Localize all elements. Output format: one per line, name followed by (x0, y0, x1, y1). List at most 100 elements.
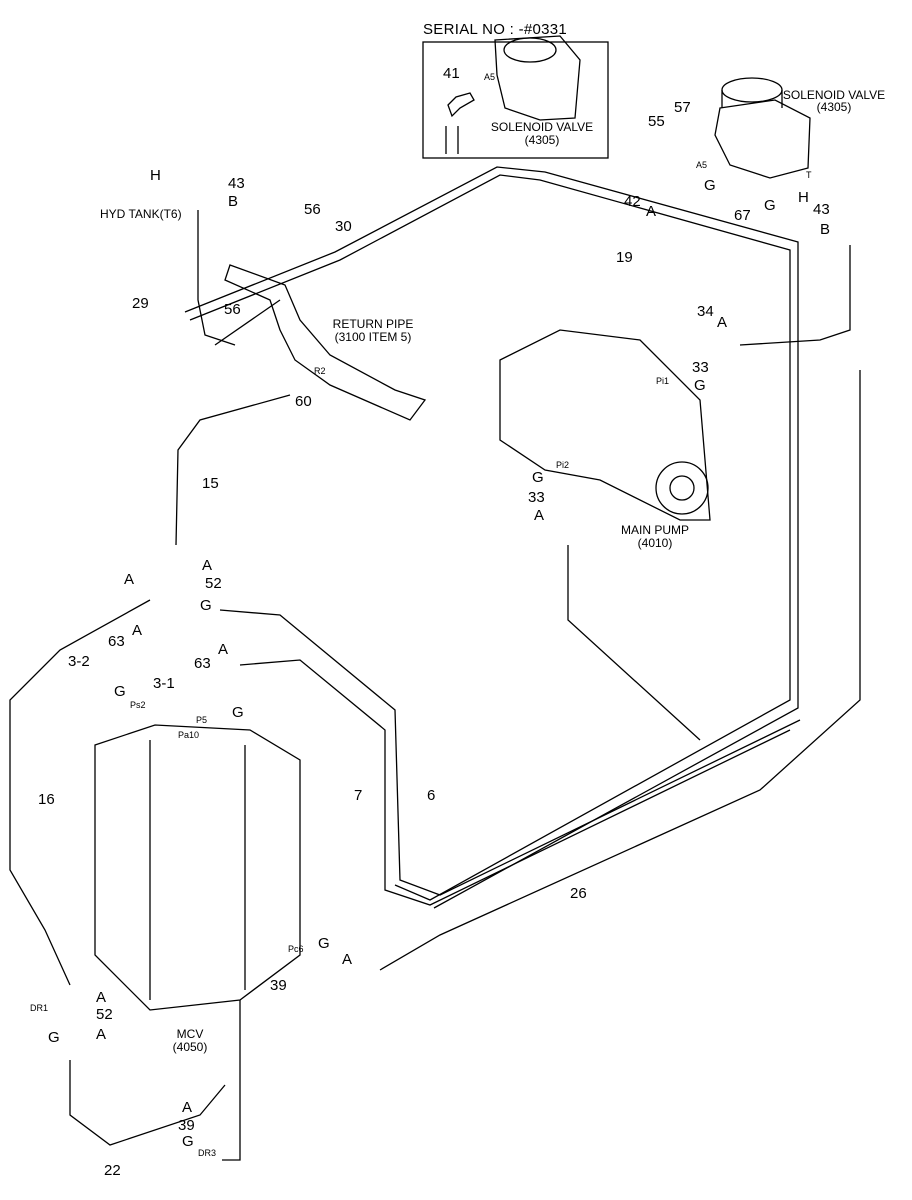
main-pump-caption-1: MAIN PUMP (620, 523, 689, 537)
callout-6: 6 (427, 787, 436, 804)
letter-a-63r: A (218, 641, 229, 658)
port-pc6: Pc6 (288, 944, 304, 954)
solenoid-valve-cap (721, 77, 783, 103)
port-dr1: DR1 (30, 1003, 49, 1013)
callout-63-left: 63 (108, 633, 125, 650)
port-a5-serial: A5 (484, 72, 496, 82)
solenoid-caption-1: SOLENOID VALVE (782, 88, 886, 102)
callout-33-top: 33 (692, 359, 709, 376)
hose-pump-drain (567, 545, 701, 741)
callout-26: 26 (570, 885, 587, 902)
callout-7: 7 (354, 787, 363, 804)
callout-39-mcv: 39 (270, 977, 287, 994)
callout-43-right: 43 (813, 201, 830, 218)
callout-22: 22 (104, 1162, 121, 1179)
letter-g-pi2: G (532, 469, 544, 486)
port-ps2: Ps2 (130, 700, 146, 710)
letter-a-16: A (124, 571, 135, 588)
letter-b-left: B (228, 193, 239, 210)
hose-22 (69, 1060, 226, 1146)
serial-valve-caption-1: SOLENOID VALVE (490, 120, 594, 134)
letter-a-dr1-top: A (96, 989, 107, 1006)
letter-a-dr3: A (182, 1099, 193, 1116)
hose-7 (239, 659, 791, 906)
callout-29: 29 (132, 295, 149, 312)
callout-52-bottom: 52 (96, 1006, 113, 1023)
serial-valve-body (494, 35, 581, 121)
hyd-tank-label: HYD TANK(T6) (100, 207, 182, 221)
letter-g-33: G (694, 377, 706, 394)
letter-g-dr3: G (182, 1133, 194, 1150)
callout-43-left: 43 (228, 175, 245, 192)
serial-valve-caption-2: (4305) (524, 133, 560, 147)
letter-a-pi2: A (534, 507, 545, 524)
letter-h-right: H (798, 189, 809, 206)
callout-3-1: 3-1 (153, 675, 175, 692)
callout-52-top: 52 (205, 575, 222, 592)
main-pump-caption-2: (4010) (637, 536, 673, 550)
solenoid-caption-2: (4305) (816, 100, 852, 114)
callout-3-2: 3-2 (68, 653, 90, 670)
hose-tank (197, 210, 236, 346)
letter-g-pc6: G (318, 935, 330, 952)
main-pump-body (499, 329, 711, 521)
port-dr3: DR3 (198, 1148, 217, 1158)
dr3-line (222, 1000, 241, 1161)
hose-19 (189, 174, 791, 901)
hose-16 (9, 599, 151, 986)
callout-42: 42 (624, 193, 641, 210)
port-r2: R2 (314, 366, 326, 376)
callout-39-bottom: 39 (178, 1117, 195, 1134)
port-pi2: Pi2 (556, 460, 570, 470)
callout-57: 57 (674, 99, 691, 116)
hose-19b (184, 166, 799, 909)
letter-g-ps2: G (114, 683, 126, 700)
callout-30: 30 (335, 218, 352, 235)
letter-a-63: A (132, 622, 143, 639)
port-pi1: Pi1 (656, 376, 670, 386)
letter-a-15: A (202, 557, 213, 574)
port-pa10: Pa10 (178, 730, 200, 740)
letter-g-solenoid: G (704, 177, 716, 194)
callout-16: 16 (38, 791, 55, 808)
callout-56-top: 56 (304, 201, 321, 218)
serial-valve-cap (503, 37, 557, 63)
solenoid-valve-body (714, 99, 811, 179)
solenoid-valve-cap-side (721, 90, 783, 108)
main-pump-drive (655, 461, 709, 515)
mcv-caption-2: (4050) (172, 1040, 208, 1054)
return-pipe-caption-1: RETURN PIPE (332, 317, 414, 331)
letter-g-dr1: G (48, 1029, 60, 1046)
callout-63-right: 63 (194, 655, 211, 672)
port-t: T (806, 170, 812, 180)
hose-right-b (739, 245, 851, 346)
port-a5: A5 (696, 160, 708, 170)
callout-67: 67 (734, 207, 751, 224)
return-pipe (224, 264, 427, 421)
callout-55: 55 (648, 113, 665, 130)
mcv-body (94, 724, 301, 1011)
hose-6 (219, 609, 801, 896)
letter-g-52: G (200, 597, 212, 614)
letter-b-right: B (820, 221, 831, 238)
callout-19: 19 (616, 249, 633, 266)
callout-56-mid: 56 (224, 301, 241, 318)
callout-41: 41 (443, 65, 460, 82)
letter-a-34: A (717, 314, 728, 331)
letter-g-67: G (764, 197, 776, 214)
letter-h-left: H (150, 167, 161, 184)
callout-60: 60 (295, 393, 312, 410)
serial-number-box (422, 41, 609, 159)
return-pipe-caption-2: (3100 ITEM 5) (334, 330, 412, 344)
serial-hose-stub (445, 126, 459, 154)
return-branch (214, 299, 281, 346)
letter-a-39: A (342, 951, 353, 968)
serial-number-title: SERIAL NO : -#0331 (423, 21, 568, 38)
callout-15: 15 (202, 475, 219, 492)
letter-a-dr1-bottom: A (96, 1026, 107, 1043)
callout-33-bottom: 33 (528, 489, 545, 506)
letter-g-p5: G (232, 704, 244, 721)
port-p5: P5 (196, 715, 208, 725)
hose-26 (379, 370, 861, 971)
